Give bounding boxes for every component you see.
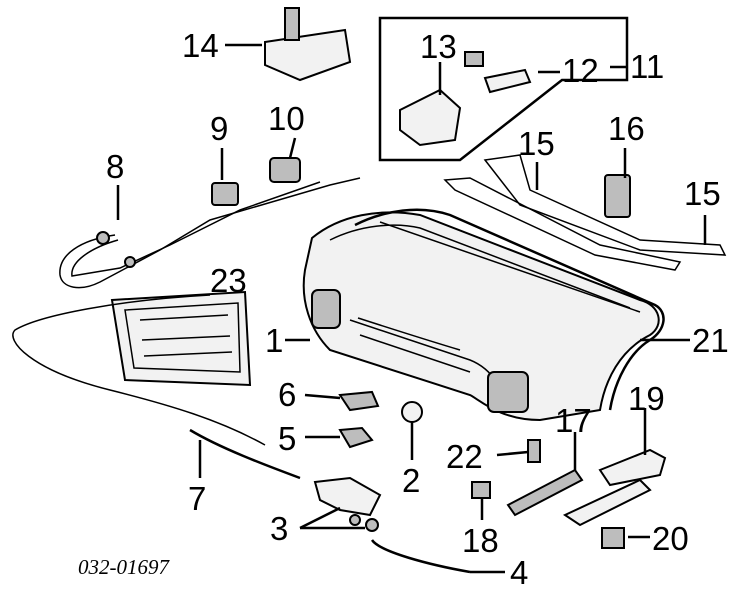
callout-16: 16 [608,110,645,147]
callout-17: 17 [555,402,592,439]
body-outline [12,294,266,446]
part-5-clip [338,426,374,449]
callout-19: 19 [628,380,665,417]
callout-1: 1 [265,322,283,359]
callout-3: 3 [270,510,288,547]
callout-14: 14 [182,27,219,64]
part-22-bumper [527,439,541,463]
callout-8: 8 [106,148,124,185]
callout-15-a: 15 [518,125,555,162]
callout-13: 13 [420,28,457,65]
callout-2: 2 [402,462,420,499]
part-16-bracket [604,174,631,218]
part-2-plug [401,401,423,423]
part-7-cable [189,428,301,480]
callout-12: 12 [562,52,599,89]
part-14-latch-cover [264,7,352,82]
part-20-bumper [601,527,625,549]
callout-7: 7 [188,480,206,517]
part-19-hinge-upper [598,448,667,487]
weatherstrip [354,208,665,411]
callout-10: 10 [268,100,305,137]
callout-20: 20 [652,520,689,557]
part-15-strips [443,154,727,271]
callout-9: 9 [210,110,228,147]
part-18-clip [471,481,491,499]
part-10-switch [269,157,301,183]
part-9-switch [211,182,239,206]
trunk-lid [302,211,660,422]
callout-22: 22 [446,438,483,475]
opener-cables [59,177,361,289]
part-4-rod [370,539,471,574]
part-19-hinge-lower [562,478,652,527]
callout-labels: 14 10 9 8 13 12 11 15 16 15 23 1 21 6 5 … [78,27,729,591]
tail-light-panel [110,290,252,387]
callout-5: 5 [278,420,296,457]
part-3-latch [313,476,382,532]
callout-15-b: 15 [684,175,721,212]
callout-21: 21 [692,322,729,359]
callout-18: 18 [462,522,499,559]
part-11-group [378,16,629,162]
callout-6: 6 [278,376,296,413]
callout-4: 4 [510,554,528,591]
callout-23: 23 [210,262,247,299]
leader-lines [116,43,707,574]
part-17-strut [506,468,584,517]
callout-11: 11 [630,48,664,85]
diagram-code: 032-01697 [78,555,170,579]
part-6-bracket [338,390,380,412]
